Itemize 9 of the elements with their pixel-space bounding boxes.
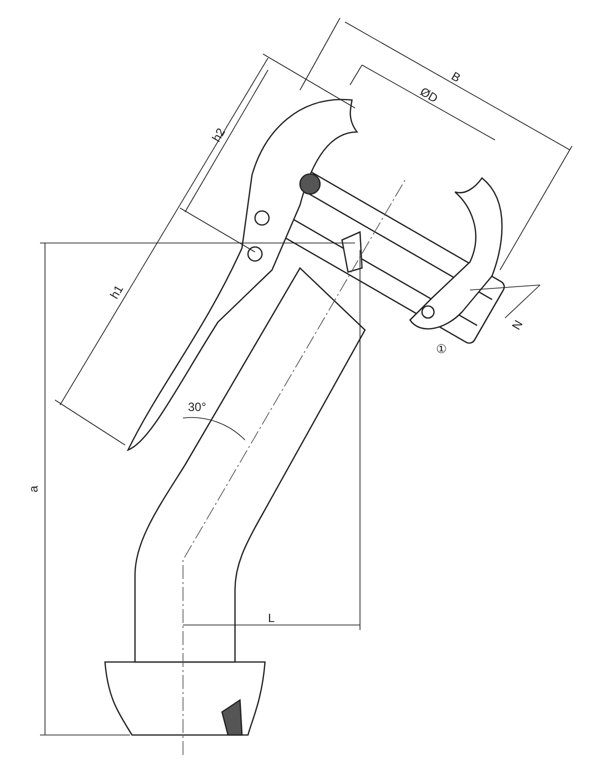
dimension-label: B <box>449 68 463 86</box>
dimension-label: h2 <box>209 126 228 144</box>
dimension-label: ØD <box>418 84 440 106</box>
dimension-label: a <box>26 486 40 492</box>
angle-label: 30° <box>188 400 206 414</box>
callout-number: ① <box>436 342 447 356</box>
dimension-label: L <box>268 611 275 625</box>
dimension-label: N <box>509 318 526 332</box>
dimension-label: h1 <box>107 282 126 302</box>
